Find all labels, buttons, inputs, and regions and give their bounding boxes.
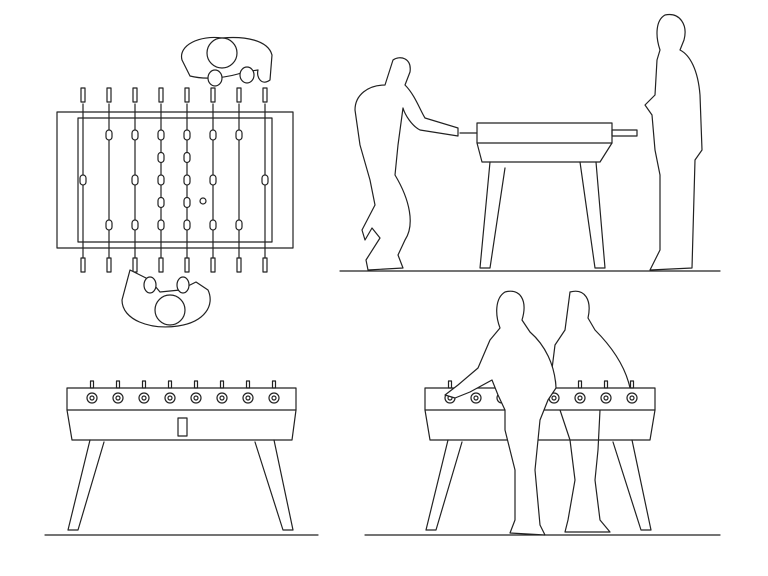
- rod-end-center: [89, 395, 95, 401]
- rod-end-center: [629, 395, 635, 401]
- rod-handle: [210, 87, 216, 103]
- rod-end: [626, 392, 638, 404]
- rod-end-center: [219, 395, 225, 401]
- playing-field: [77, 117, 273, 243]
- foosman: [209, 129, 217, 141]
- rod-end-center: [271, 395, 277, 401]
- foosman: [183, 151, 191, 164]
- rod-end-center: [141, 395, 147, 401]
- rod-handle: [262, 87, 268, 103]
- front-view: [44, 380, 319, 536]
- foosman: [131, 129, 139, 141]
- foosman: [209, 174, 217, 186]
- rod-end-center: [551, 395, 557, 401]
- foosman: [183, 174, 191, 186]
- rod-handle: [271, 380, 277, 389]
- rod-end: [190, 392, 202, 404]
- rod-end: [216, 392, 228, 404]
- person-back-silhouette: [549, 290, 631, 533]
- rod-end: [470, 392, 482, 404]
- rod-handle: [158, 87, 164, 103]
- rod-handle: [80, 257, 86, 273]
- rod-handle: [262, 257, 268, 273]
- foosman: [157, 129, 165, 141]
- rod-handle: [184, 257, 190, 273]
- rod-end: [268, 392, 280, 404]
- rod-end-center: [577, 395, 583, 401]
- person-playing-silhouette: [354, 57, 459, 271]
- foosman: [235, 129, 243, 141]
- rod-handle: [80, 87, 86, 103]
- rod-handle: [106, 87, 112, 103]
- rod-handle: [106, 257, 112, 273]
- foosman: [235, 219, 243, 231]
- rod-handle: [236, 87, 242, 103]
- rod-end-center: [245, 395, 251, 401]
- person-standing-silhouette: [644, 13, 703, 271]
- player-bottom-silhouette: [121, 269, 211, 328]
- rod-handle: [603, 380, 609, 389]
- rod-handle: [193, 380, 199, 389]
- foosman: [157, 151, 165, 164]
- rod-handle: [245, 380, 251, 389]
- rod-end-center: [167, 395, 173, 401]
- front-view-with-players: [364, 290, 721, 536]
- foosman: [79, 174, 87, 186]
- rod-handle: [89, 380, 95, 389]
- rod-handle: [629, 380, 635, 389]
- rod-end: [164, 392, 176, 404]
- top-view: [56, 36, 294, 328]
- side-view: [339, 13, 721, 272]
- person-front-silhouette: [444, 290, 557, 536]
- rod-handle: [219, 380, 225, 389]
- foosman: [157, 219, 165, 231]
- rod-end-center: [603, 395, 609, 401]
- rod-handle: [115, 380, 121, 389]
- coin-slot: [177, 417, 188, 437]
- rod-end: [242, 392, 254, 404]
- foosman: [183, 129, 191, 141]
- rod-handle: [132, 257, 138, 273]
- rod-handle: [158, 257, 164, 273]
- foosman: [105, 219, 113, 231]
- rod-end-center: [473, 395, 479, 401]
- rod-end-center: [193, 395, 199, 401]
- rod-handle: [141, 380, 147, 389]
- rod-handle: [132, 87, 138, 103]
- foosman: [131, 174, 139, 186]
- rod-handle: [210, 257, 216, 273]
- ball: [199, 197, 207, 205]
- foosman: [105, 129, 113, 141]
- foosman: [183, 219, 191, 231]
- rod-end: [86, 392, 98, 404]
- rod-end: [574, 392, 586, 404]
- foosman: [157, 196, 165, 209]
- foosman: [157, 174, 165, 186]
- rod-handle: [184, 87, 190, 103]
- foosman: [183, 196, 191, 209]
- rod-handle: [447, 380, 453, 389]
- foosman: [131, 219, 139, 231]
- rod-end-center: [115, 395, 121, 401]
- foosman: [261, 174, 269, 186]
- foosman: [209, 219, 217, 231]
- player-top-silhouette: [181, 36, 273, 87]
- rod-handle: [577, 380, 583, 389]
- rod-end: [600, 392, 612, 404]
- rod-end: [138, 392, 150, 404]
- rod-end: [112, 392, 124, 404]
- rod-handle: [236, 257, 242, 273]
- rod-handle: [167, 380, 173, 389]
- table-outline: [56, 111, 294, 249]
